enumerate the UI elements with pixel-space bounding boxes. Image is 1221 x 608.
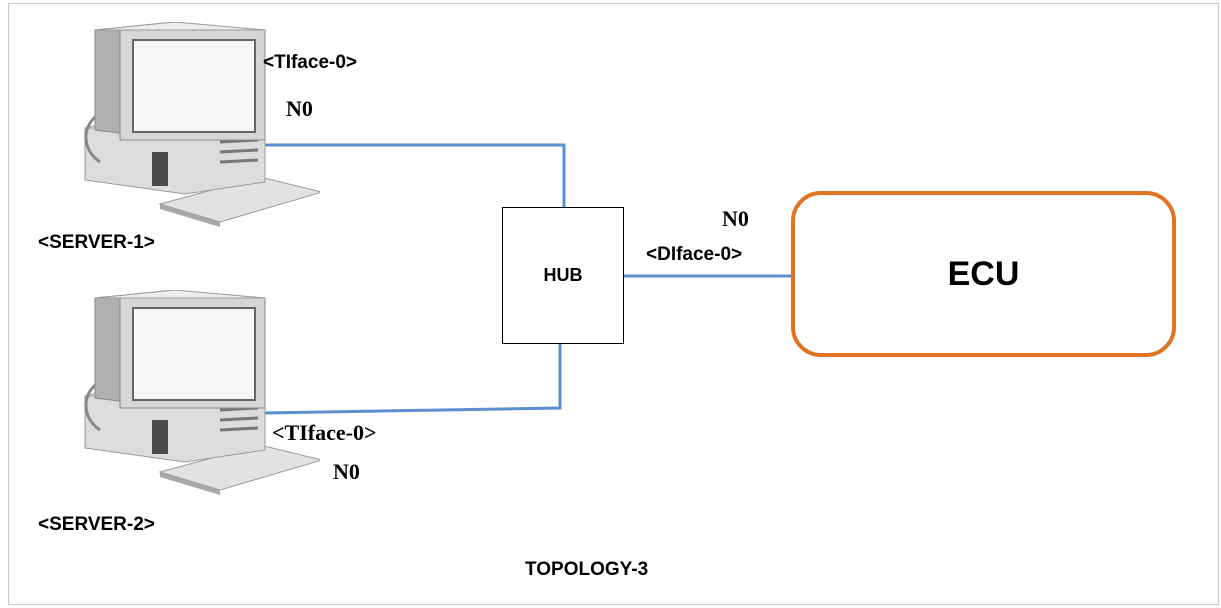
ecu-iface-label: <DIface-0> xyxy=(646,244,743,265)
server2-computer-icon xyxy=(84,290,320,495)
hub-box: HUB xyxy=(502,207,624,344)
server1-name-label: <SERVER-1> xyxy=(38,232,155,253)
ecu-label: ECU xyxy=(947,254,1020,293)
ecu-net-label: N0 xyxy=(722,206,749,231)
server2-iface-label: <TIface-0> xyxy=(272,420,377,445)
server1-net-label: N0 xyxy=(286,96,313,121)
server2-name-label: <SERVER-2> xyxy=(38,514,155,535)
server1-computer-icon xyxy=(84,22,320,227)
server1-iface-label: <TIface-0> xyxy=(263,52,357,73)
hub-label: HUB xyxy=(543,265,583,285)
diagram-frame xyxy=(8,3,1219,605)
link-server1-hub xyxy=(263,143,566,207)
ecu-box: ECU xyxy=(791,191,1176,357)
link-server2-hub xyxy=(262,344,562,415)
topology-caption: TOPOLOGY-3 xyxy=(525,559,649,580)
server2-net-label: N0 xyxy=(333,459,360,484)
